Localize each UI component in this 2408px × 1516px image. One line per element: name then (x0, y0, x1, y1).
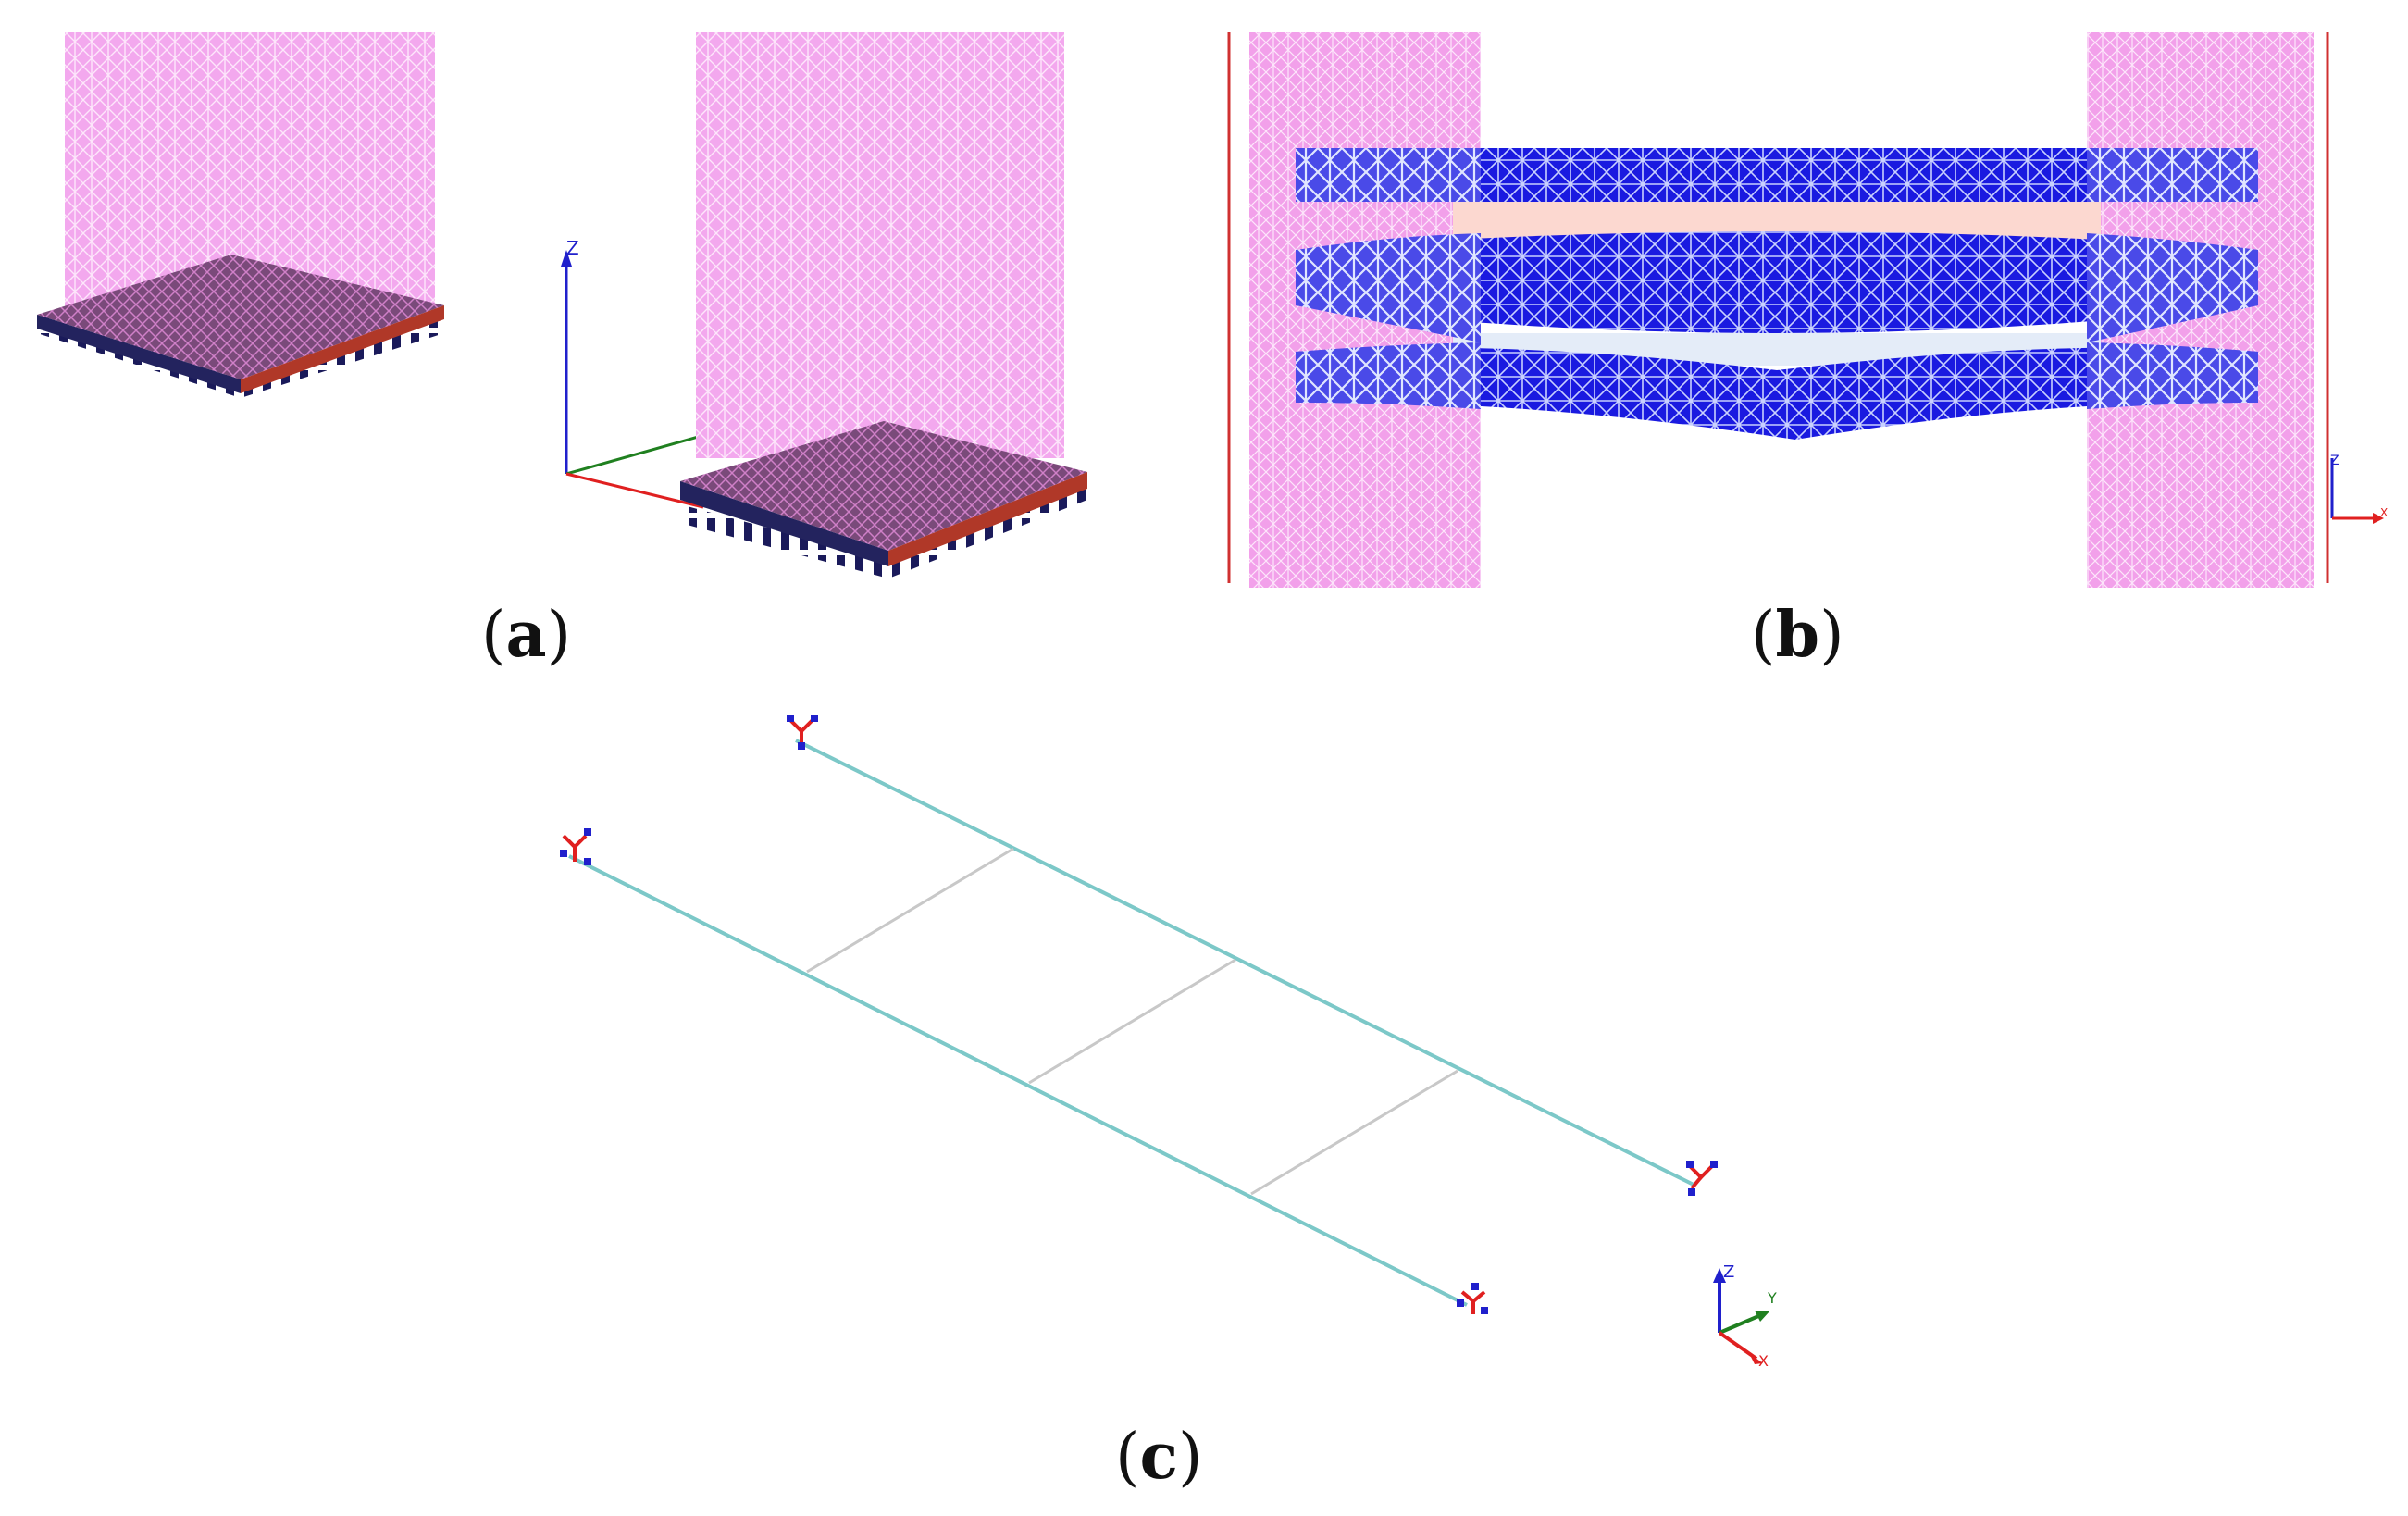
support-back-left (787, 715, 818, 750)
pile-group-right (696, 32, 1064, 458)
cap-edge-right-2 (680, 481, 888, 566)
girder-top-left-light (1296, 148, 1481, 202)
caption-b: (b) (1751, 598, 1844, 672)
girder-bottom (1296, 347, 2258, 440)
axis-y-label-c: Y (1767, 1289, 1777, 1307)
cap-edge-left-2 (37, 315, 241, 393)
beam-back (795, 739, 1694, 1187)
support-front-left (560, 828, 591, 865)
panel-c: Z Y X (518, 703, 1814, 1388)
panel-c-drawing: Z Y X (560, 715, 1777, 1370)
cross-member-1 (806, 847, 1014, 974)
panel-a-drawing: Z Y (37, 32, 1087, 578)
girder-middle-left-light (1296, 233, 1481, 342)
axis-x-label-c: X (1758, 1352, 1769, 1370)
cap-block-left (37, 255, 444, 379)
caption-a-letter: a (505, 598, 547, 672)
axis-z-label-c: Z (1723, 1262, 1734, 1282)
girder-middle-right-light (2087, 233, 2258, 342)
cap-block-right (680, 421, 1087, 551)
cap-edge-right (888, 472, 1087, 566)
caption-c: (c) (1115, 1420, 1203, 1494)
axis-z-label-a: Z (566, 237, 579, 259)
panel-b-drawing: Z X (1227, 32, 2388, 588)
cap-edge-left (241, 305, 444, 393)
axis-x-label-b: X (2380, 506, 2388, 519)
beam-front (568, 854, 1468, 1307)
support-front-right (1457, 1283, 1488, 1314)
axis-z-label-b: Z (2330, 454, 2340, 468)
caption-a: (a) (481, 598, 572, 672)
cross-member-2 (1028, 958, 1236, 1085)
axis-triad-c: Z Y X (1713, 1262, 1777, 1370)
panel-a: Z Y (0, 0, 1166, 583)
girder-bottom-right-light (2087, 342, 2258, 409)
panel-b: Z X (1222, 28, 2397, 588)
model-right (680, 32, 1087, 578)
girder-top-right-light (2087, 148, 2258, 202)
cross-member-3 (1250, 1069, 1458, 1196)
caption-b-letter: b (1775, 598, 1820, 672)
axis-triad-b: Z X (2330, 454, 2388, 524)
support-back-right (1686, 1161, 1718, 1196)
caption-c-letter: c (1139, 1420, 1178, 1494)
girder-middle (1296, 231, 2258, 333)
model-left (37, 32, 444, 398)
girder-bottom-left-light (1296, 342, 1481, 409)
